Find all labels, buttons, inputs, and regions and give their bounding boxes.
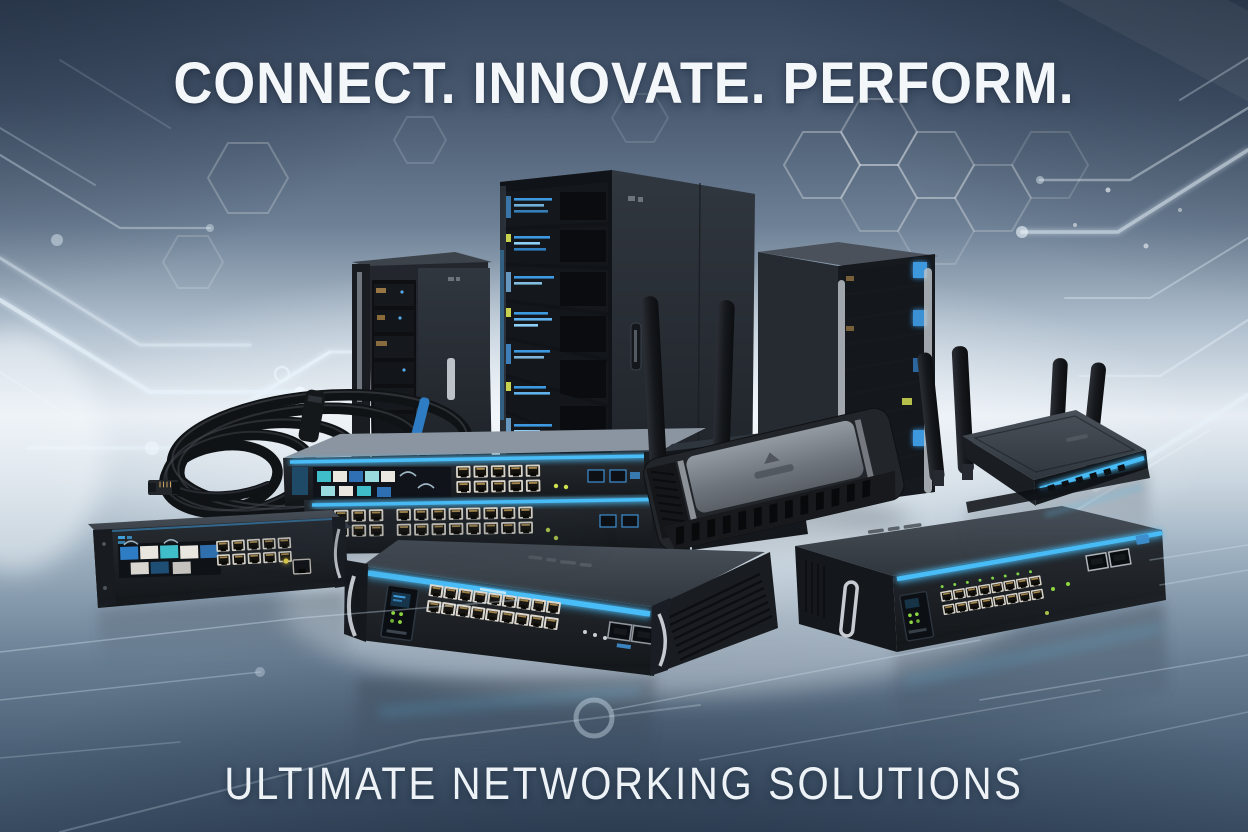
floor-reflections <box>98 472 1168 770</box>
rack-handle <box>839 580 859 638</box>
tagline: ULTIMATE NETWORKING SOLUTIONS <box>224 758 1024 809</box>
logo-mark <box>867 523 922 534</box>
sfp-uplink <box>587 469 605 483</box>
sfp-uplink-pair <box>1085 548 1132 572</box>
rj45-connector <box>148 480 180 495</box>
wireless-access-point <box>641 296 905 551</box>
status-panel <box>292 467 308 495</box>
rj45-port-block <box>940 570 1045 616</box>
headline: CONNECT. INNOVATE. PERFORM. <box>173 51 1075 116</box>
sfp-module-cluster <box>117 539 222 579</box>
rack-door-handle <box>447 358 455 400</box>
hexagon-decor <box>161 93 1090 289</box>
led-strip <box>367 570 651 617</box>
led-strip <box>896 530 1163 582</box>
logo-mark <box>764 452 780 465</box>
sfp-uplink <box>599 514 617 528</box>
sfp-uplink <box>621 514 639 528</box>
uplink-port <box>292 558 312 575</box>
vent-slots <box>676 479 871 545</box>
wifi-router <box>917 346 1150 513</box>
led-strip <box>289 454 657 464</box>
cable-strap-blue <box>410 397 430 443</box>
brand-badge <box>1135 534 1150 545</box>
rack-handle <box>346 575 357 637</box>
rack-ear <box>93 529 116 608</box>
sfp-uplink <box>609 469 627 483</box>
sfp-module-cluster <box>313 467 451 501</box>
floor-circuit-traces <box>0 544 1248 832</box>
status-panel <box>899 590 935 642</box>
status-panel <box>380 584 420 642</box>
logo-mark <box>1066 434 1088 442</box>
access-point-top-plate <box>686 420 864 513</box>
rack-ear <box>650 598 670 676</box>
led-strip <box>311 497 683 507</box>
cable-strap-black <box>298 389 326 443</box>
rack-handle <box>657 613 667 667</box>
sfp-uplink-pair <box>606 621 657 650</box>
